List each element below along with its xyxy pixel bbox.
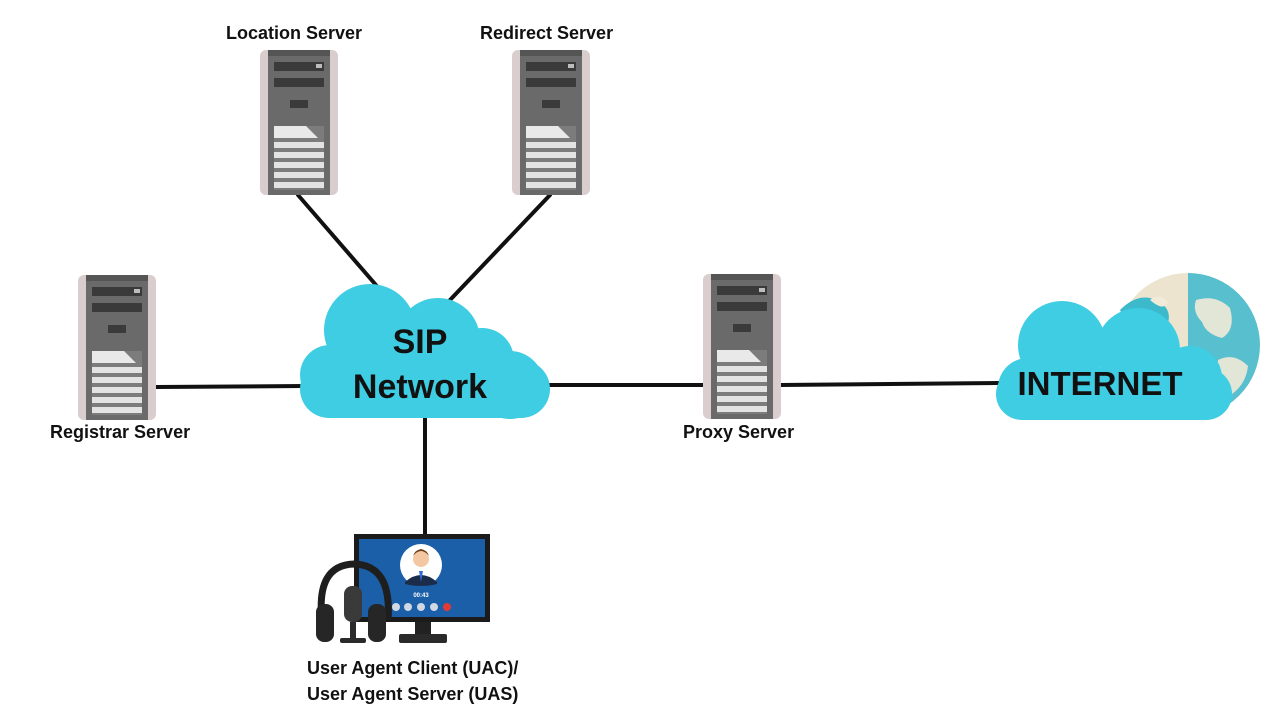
link-registrar-sip (154, 384, 307, 389)
internet-label: INTERNET (1017, 365, 1183, 402)
server-icon (260, 50, 338, 195)
link-redirect-sip (448, 193, 552, 302)
uac-label-line-1: User Agent Client (UAC)/ (307, 658, 519, 678)
connectors (154, 193, 1002, 537)
server-icon (78, 275, 156, 420)
cloud-icon (300, 284, 550, 419)
proxy-server-label: Proxy Server (683, 422, 795, 442)
server-icon (512, 50, 590, 195)
registrar-server-label: Registrar Server (50, 422, 191, 442)
call-timer: 00:43 (413, 593, 429, 599)
microphone-icon (340, 586, 366, 643)
sip-network-line-2: Network (352, 368, 488, 406)
location-server-label: Location Server (226, 23, 363, 43)
redirect-server-label: Redirect Server (480, 23, 614, 43)
link-proxy-internet (778, 381, 1002, 387)
headset-icon (316, 560, 392, 642)
sip-network-title: SIP Network (325, 320, 515, 410)
uac-label: User Agent Client (UAC)/ User Agent Serv… (307, 655, 518, 707)
sip-network-line-1: SIP (392, 323, 448, 361)
server-icon (703, 274, 781, 419)
cloud-icon (996, 301, 1232, 420)
uac-label-line-2: User Agent Server (UAS) (307, 684, 519, 704)
link-location-sip (296, 193, 384, 294)
